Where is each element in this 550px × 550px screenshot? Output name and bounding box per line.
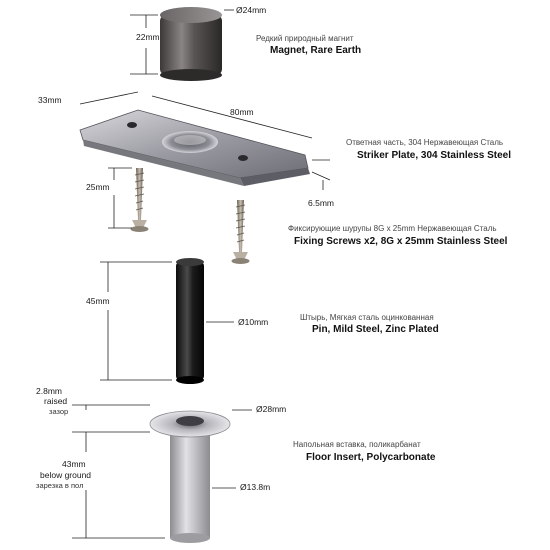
- floor-insert-illustration: [149, 410, 231, 543]
- pin-diameter-label: Ø10mm: [238, 317, 269, 327]
- insert-below-ru: зарезка в пол: [36, 481, 84, 490]
- screw-right-illustration: [231, 200, 250, 264]
- magnet-illustration: [160, 7, 222, 81]
- striker-width-label: 33mm: [38, 95, 62, 105]
- pin-illustration: [176, 258, 204, 384]
- insert-en-label: Floor Insert, Polycarbonate: [306, 452, 436, 463]
- magnet-en-label: Magnet, Rare Earth: [270, 45, 362, 56]
- insert-ru-label: Напольная вставка, поликарбанат: [293, 440, 421, 449]
- screw-length-dimension: [108, 167, 132, 229]
- insert-top-diameter-label: Ø28mm: [256, 404, 287, 414]
- insert-tube-diameter-label: Ø13.8m: [240, 482, 271, 492]
- screws-en-label: Fixing Screws x2, 8G x 25mm Stainless St…: [294, 236, 508, 247]
- striker-plate-illustration: [79, 109, 310, 186]
- pin-length-dimension: [100, 261, 172, 381]
- magnet-height-dimension: [130, 14, 158, 75]
- insert-raised-label: raised: [44, 396, 68, 406]
- pin-ru-label: Штырь, Мягкая сталь оцинкованная: [300, 313, 434, 322]
- insert-below-label: below ground: [40, 470, 92, 480]
- striker-en-label: Striker Plate, 304 Stainless Steel: [357, 150, 511, 161]
- insert-below-value: 43mm: [62, 459, 86, 469]
- screw-left-illustration: [130, 168, 149, 232]
- striker-dimensions: [79, 91, 331, 190]
- screws-ru-label: Фиксирующие шурупы 8G x 25mm Нержавеющая…: [288, 224, 497, 233]
- striker-ru-label: Ответная часть, 304 Нержавеющая Сталь: [346, 138, 504, 147]
- insert-dimensions: [72, 404, 252, 539]
- magnet-ru-label: Редкий природный магнит: [256, 34, 354, 43]
- screw-length-label: 25mm: [86, 182, 110, 192]
- pin-length-label: 45mm: [86, 296, 110, 306]
- magnet-diameter-label: Ø24mm: [236, 5, 267, 15]
- striker-thickness-label: 6.5mm: [308, 198, 334, 208]
- pin-en-label: Pin, Mild Steel, Zinc Plated: [312, 324, 439, 335]
- striker-length-label: 80mm: [230, 107, 254, 117]
- insert-raised-value: 2.8mm: [36, 386, 62, 396]
- magnet-height-label: 22mm: [136, 32, 160, 42]
- insert-raised-ru: зазор: [49, 407, 69, 416]
